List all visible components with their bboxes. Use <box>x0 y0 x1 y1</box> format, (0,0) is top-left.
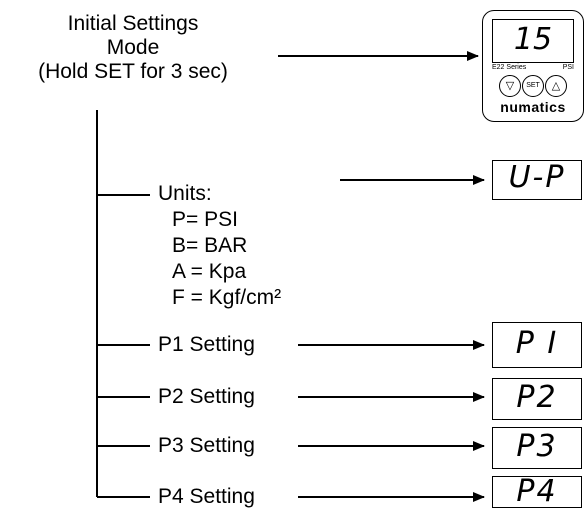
setting-p1-display: P I <box>492 322 582 368</box>
units-option-kgf: F = Kgf/cm² <box>172 286 282 309</box>
setting-p2-display: P2 <box>492 378 582 420</box>
setting-p1-label: P1 Setting <box>158 333 255 356</box>
mode-title-line2: Mode <box>106 36 160 59</box>
setting-p4-display: P4 <box>492 476 582 508</box>
gauge-up-button: △ <box>545 75 567 97</box>
gauge-unit-label: PSI <box>562 64 574 71</box>
units-option-psi: P= PSI <box>172 208 238 231</box>
mode-title-line1: Initial Settings <box>67 12 199 35</box>
setting-p2-label: P2 Setting <box>158 385 255 408</box>
gauge-set-button: SET <box>522 75 544 97</box>
gauge-series-label: E22 Series <box>492 64 527 71</box>
units-option-bar: B= BAR <box>172 234 248 257</box>
mode-title: Initial Settings Mode (Hold SET for 3 se… <box>0 12 266 84</box>
brand-logo: numatics <box>500 99 566 115</box>
setting-p3-label: P3 Setting <box>158 434 255 457</box>
units-option-kpa: A = Kpa <box>172 260 247 283</box>
setting-p3-display: P3 <box>492 427 582 469</box>
setting-p4-label: P4 Setting <box>158 485 255 508</box>
mode-title-line3: (Hold SET for 3 sec) <box>38 60 228 83</box>
units-heading: Units: <box>158 182 212 205</box>
units-display: U-P <box>492 160 582 200</box>
gauge-display: 15 <box>492 19 574 63</box>
gauge-down-button: ▽ <box>499 75 521 97</box>
gauge-device: 15 E22 Series PSI ▽ SET △ numatics <box>482 10 584 122</box>
